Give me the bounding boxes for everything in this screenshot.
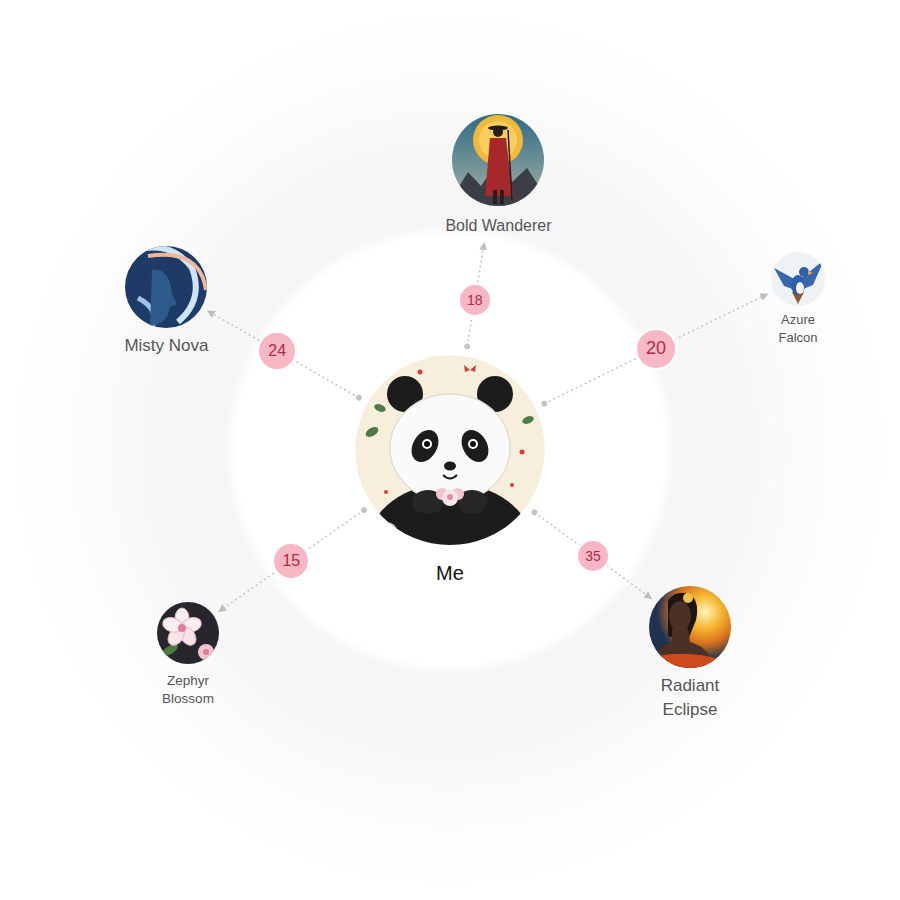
hair-flower	[683, 593, 693, 603]
leaf	[364, 425, 380, 439]
flower-center	[203, 649, 209, 655]
staff	[508, 130, 512, 200]
avatar-ground	[157, 602, 219, 664]
eye-patch	[456, 425, 494, 466]
wanderer-avatar	[452, 114, 544, 206]
person-node: Misty Nova	[124, 246, 209, 357]
node-name: Misty Nova	[124, 335, 209, 357]
person-node: Zephyr Blossom	[153, 602, 223, 708]
eclipse-avatar	[649, 586, 731, 668]
flower	[374, 522, 398, 546]
flower	[161, 608, 203, 648]
node-name: Zephyr Blossom	[153, 672, 223, 708]
flower	[506, 526, 530, 550]
connector	[535, 512, 652, 598]
petal	[520, 450, 525, 455]
panda-avatar	[355, 355, 545, 607]
flower-center	[514, 534, 522, 542]
falcon-avatar	[771, 252, 825, 306]
edge-weight: 15	[274, 544, 308, 578]
blossom-avatar	[157, 602, 219, 664]
eye-patch	[406, 425, 444, 466]
dress	[656, 654, 722, 668]
connector	[544, 294, 767, 404]
pupil	[424, 441, 430, 447]
head	[390, 394, 510, 502]
face	[150, 270, 177, 326]
avatar-ground	[125, 246, 207, 328]
petal	[534, 498, 538, 502]
bird-head	[799, 267, 809, 277]
nose	[444, 462, 456, 471]
body	[368, 483, 532, 607]
flower-center	[178, 624, 186, 632]
flower-center	[447, 494, 453, 500]
leg	[493, 190, 497, 204]
edge-weight: 24	[259, 333, 295, 369]
person-node: Radiant Eclipse	[649, 586, 731, 722]
node-name: Azure Falcon	[770, 311, 826, 347]
avatar-ground	[771, 252, 825, 306]
connector	[208, 311, 359, 398]
bird-body	[791, 275, 805, 295]
leaf	[521, 415, 535, 426]
butterfly	[464, 365, 476, 372]
avatar-ground	[452, 114, 544, 206]
person-node: Azure Falcon	[770, 252, 826, 347]
petal	[510, 483, 514, 487]
avatar-spot	[157, 602, 219, 672]
avatar-spot	[649, 586, 731, 674]
avatar-ground	[649, 586, 731, 668]
petal	[384, 490, 388, 494]
mouth	[443, 475, 457, 479]
flower	[198, 644, 214, 660]
misty-avatar	[125, 246, 207, 332]
pupil	[470, 441, 476, 447]
petal	[418, 370, 423, 375]
leaf	[373, 403, 387, 414]
connector	[219, 510, 364, 611]
person-node: Bold Wanderer	[445, 114, 552, 236]
edge-weight: 35	[578, 541, 608, 571]
avatar-spot	[771, 252, 825, 311]
beak	[808, 271, 813, 275]
chest	[796, 282, 804, 294]
eye	[468, 439, 478, 449]
edge-weight: 18	[460, 285, 490, 315]
avatar-spot	[452, 114, 544, 216]
node-name: Radiant Eclipse	[649, 674, 731, 722]
hat	[488, 126, 508, 131]
eye	[422, 439, 432, 449]
node-name: Bold Wanderer	[445, 216, 552, 236]
node-name: Me	[355, 561, 545, 585]
avatar-spot	[125, 246, 207, 335]
flower-petal	[442, 490, 458, 506]
edge-weight: 20	[637, 330, 675, 368]
face	[669, 601, 691, 631]
avatar-spot	[355, 355, 545, 561]
person-node: Me	[355, 355, 545, 585]
flower-center	[382, 530, 390, 538]
leg	[500, 190, 504, 204]
